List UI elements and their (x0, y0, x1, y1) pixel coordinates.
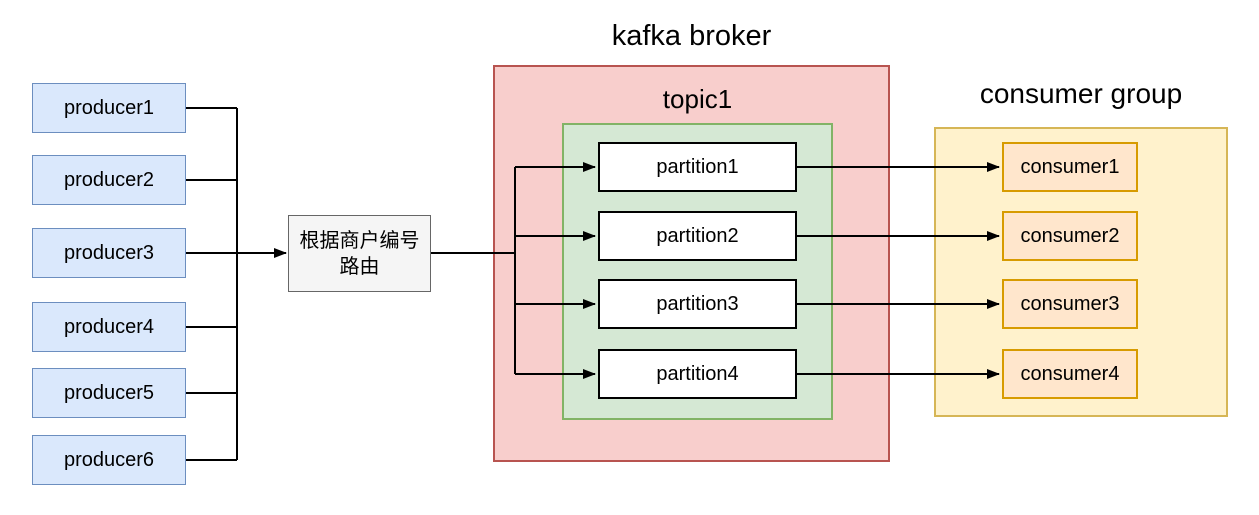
producer-box-4: producer4 (32, 302, 186, 352)
partition-box-3: partition3 (598, 279, 797, 329)
router-label-line1: 根据商户编号 (299, 229, 420, 252)
producer-box-6: producer6 (32, 435, 186, 485)
consumer-group-title: consumer group (979, 78, 1183, 109)
router-box: 根据商户编号 路由 (288, 215, 431, 292)
partition-box-2: partition2 (598, 211, 797, 261)
consumer-label: consumer3 (1020, 293, 1120, 315)
partition-label: partition4 (656, 363, 739, 385)
partition-label: partition1 (656, 156, 739, 178)
kafka-broker-title: kafka broker (611, 20, 772, 52)
consumer-label: consumer2 (1020, 225, 1120, 247)
partition-label: partition2 (656, 225, 739, 247)
producer-box-3: producer3 (32, 228, 186, 278)
producer-box-2: producer2 (32, 155, 186, 205)
partition-label: partition3 (656, 293, 739, 315)
partition-box-1: partition1 (598, 142, 797, 192)
producer-label: producer3 (63, 242, 155, 264)
producer-box-5: producer5 (32, 368, 186, 418)
consumer-box-1: consumer1 (1002, 142, 1138, 192)
producer-label: producer2 (63, 169, 155, 191)
producer-box-1: producer1 (32, 83, 186, 133)
producer-label: producer4 (63, 316, 155, 338)
consumer-label: consumer1 (1020, 156, 1120, 178)
router-label-line2: 路由 (339, 255, 380, 278)
consumer-box-2: consumer2 (1002, 211, 1138, 261)
producer-label: producer5 (63, 382, 155, 404)
partition-box-4: partition4 (598, 349, 797, 399)
producer-label: producer1 (63, 97, 155, 119)
consumer-box-3: consumer3 (1002, 279, 1138, 329)
consumer-label: consumer4 (1020, 363, 1120, 385)
consumer-box-4: consumer4 (1002, 349, 1138, 399)
producer-label: producer6 (63, 449, 155, 471)
topic-title: topic1 (662, 84, 733, 114)
